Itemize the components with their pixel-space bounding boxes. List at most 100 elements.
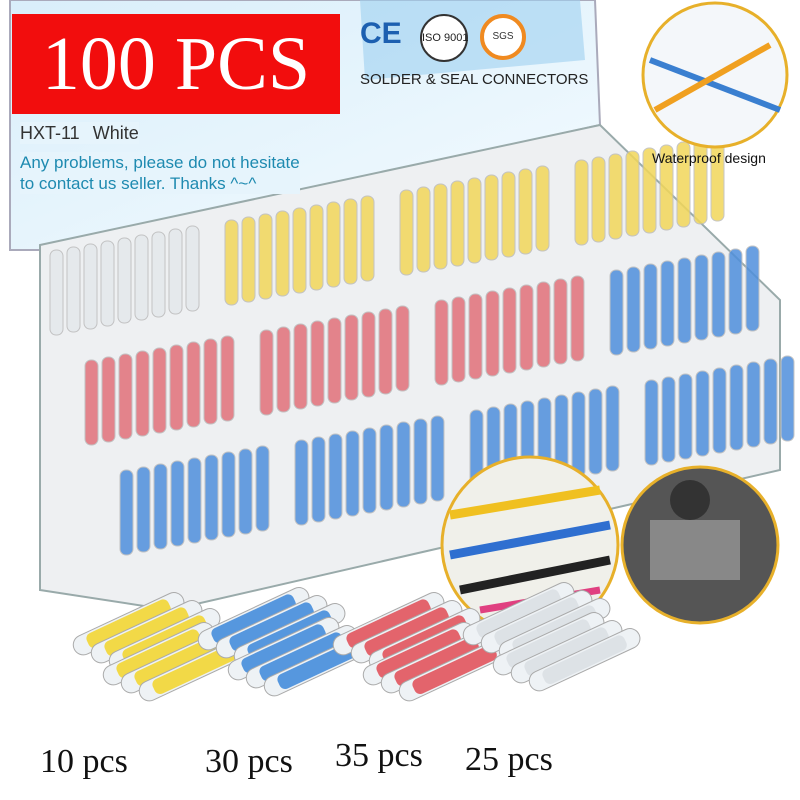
lid-note: Any problems, please do not hesitate to …	[20, 152, 300, 194]
connector-tube	[676, 141, 691, 228]
connector-tube	[644, 379, 659, 466]
compartment	[434, 275, 585, 386]
note-line-1: Any problems, please do not hesitate	[20, 153, 300, 172]
compartment	[119, 445, 270, 556]
connector-tube	[695, 370, 710, 457]
connector-tube	[310, 320, 325, 407]
connector-tube	[100, 240, 115, 327]
connector-tube	[553, 278, 568, 365]
connector-sleeve	[241, 624, 326, 674]
connector-tube	[168, 228, 183, 315]
connector-tube	[396, 421, 411, 508]
connector-tube	[608, 153, 623, 240]
sgs-mark: SGS	[480, 14, 526, 60]
connector-tube	[345, 430, 360, 517]
connector-sleeve	[376, 629, 461, 679]
connector-tube	[379, 424, 394, 511]
connector-sleeve	[494, 597, 579, 647]
connector-tube	[484, 174, 499, 261]
connector-tube	[763, 358, 778, 445]
connector-tube	[450, 180, 465, 267]
connector-group	[332, 592, 511, 702]
connector-tube	[660, 260, 675, 347]
connector-tube	[361, 311, 376, 398]
connector-tube	[362, 427, 377, 514]
connector-sleeve	[152, 645, 237, 695]
connector-tube	[711, 251, 726, 338]
connector-tube	[134, 234, 149, 321]
connector-tube	[574, 159, 589, 246]
compartment	[574, 135, 725, 246]
count-label-clear: 25 pcs	[465, 741, 553, 778]
count-label-yellow: 10 pcs	[40, 743, 128, 780]
compartment	[259, 305, 410, 416]
connector-tube	[413, 418, 428, 505]
compartment	[294, 415, 445, 526]
connector-tube	[255, 445, 270, 532]
connector-tube	[360, 195, 375, 282]
connector-tube	[609, 269, 624, 356]
connector-tube	[241, 216, 256, 303]
connector-sleeve	[86, 599, 171, 649]
connector-tube	[275, 210, 290, 297]
connector-tube	[119, 469, 134, 556]
connector-tube	[518, 168, 533, 255]
connector-sleeve	[211, 594, 296, 644]
connector-tube	[433, 183, 448, 270]
connector-tube	[677, 257, 692, 344]
waterproof-label: Waterproof design	[652, 150, 766, 166]
connector-tube	[625, 150, 640, 237]
connector-tube	[258, 213, 273, 300]
connector-tube	[468, 293, 483, 380]
compartment	[49, 225, 200, 336]
connector-tube	[49, 249, 64, 336]
connector-sleeve	[394, 637, 479, 687]
connector-sleeve	[229, 602, 314, 652]
connector-tube	[294, 439, 309, 526]
connector-tube	[519, 284, 534, 371]
compartment	[84, 335, 235, 446]
connector-sleeve	[116, 629, 201, 679]
connector-tube	[136, 466, 151, 553]
connector-tube	[378, 308, 393, 395]
compartment	[224, 195, 375, 306]
connector-tube	[186, 341, 201, 428]
connector-tube	[710, 135, 725, 222]
connector-sleeve	[104, 607, 189, 657]
connector-tube	[224, 219, 239, 306]
connector-tube	[746, 361, 761, 448]
note-line-2: to contact us seller. Thanks ^~^	[20, 174, 257, 193]
connector-sleeve	[476, 589, 561, 639]
connector-tube	[661, 376, 676, 463]
connector-tube	[501, 171, 516, 258]
connector-sleeve	[259, 632, 344, 682]
connector-sleeve	[134, 637, 219, 687]
connector-tube	[66, 246, 81, 333]
iso-mark: ISO 9001	[420, 14, 468, 62]
connector-tube	[326, 201, 341, 288]
connector-tube	[678, 373, 693, 460]
connector-tube	[694, 254, 709, 341]
connector-tube	[293, 323, 308, 410]
connector-tube	[276, 326, 291, 413]
color-cell: White	[92, 123, 139, 143]
connector-group	[72, 592, 251, 702]
connector-tube	[328, 433, 343, 520]
connector-tube	[399, 189, 414, 276]
connector-tube	[118, 353, 133, 440]
waterproof-callout	[641, 1, 789, 149]
connector-tube	[153, 463, 168, 550]
ce-mark: CE	[360, 17, 402, 50]
connector-tube	[343, 198, 358, 285]
compartment	[644, 355, 795, 466]
connector-sleeve	[364, 607, 449, 657]
connector-tube	[203, 338, 218, 425]
compartment	[609, 245, 760, 356]
connector-tube	[221, 451, 236, 538]
count-label-red: 35 pcs	[335, 737, 423, 774]
connector-tube	[135, 350, 150, 437]
compartment	[399, 165, 550, 276]
connector-tube	[659, 144, 674, 231]
